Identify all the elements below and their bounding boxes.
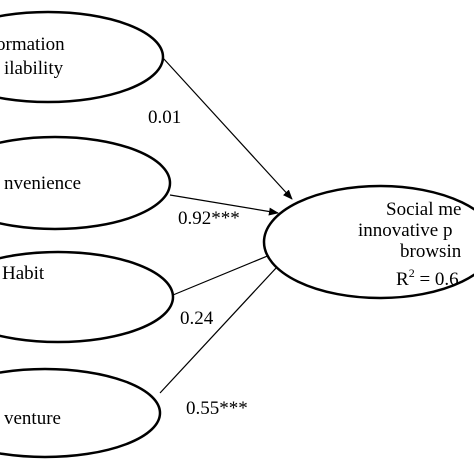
path-coefficient-convenience: 0.92***: [178, 208, 240, 229]
path-coefficient-information-availability: 0.01: [148, 107, 181, 128]
construct-information-availability-label-line2: ilability: [4, 58, 64, 79]
construct-convenience: nvenience: [0, 135, 172, 231]
path-coefficient-adventure: 0.55***: [186, 398, 248, 419]
construct-convenience-label: nvenience: [4, 173, 81, 194]
construct-adventure: venture: [0, 367, 162, 459]
construct-outcome: Social me innovative p browsin R2 = 0.6: [262, 184, 474, 300]
construct-outcome-label-line2: innovative p: [358, 220, 452, 241]
r-squared-prefix: R: [396, 269, 409, 290]
construct-outcome-r-squared: R2 = 0.6: [396, 266, 459, 290]
construct-outcome-label-line1: Social me: [386, 199, 461, 220]
construct-habit: Habit: [0, 250, 175, 344]
construct-information-availability-label-line1: ormation: [0, 34, 65, 55]
r-squared-suffix: = 0.6: [415, 269, 459, 290]
path-arrow-convenience: [169, 194, 279, 216]
r-squared-exponent: 2: [409, 266, 415, 280]
path-arrow-adventure: [159, 252, 291, 394]
construct-habit-label: Habit: [2, 263, 45, 284]
construct-information-availability: ormation ilability: [0, 10, 165, 104]
construct-outcome-label-line3: browsin: [400, 241, 462, 262]
path-arrow-information-availability: [162, 57, 293, 200]
construct-adventure-label: venture: [4, 408, 61, 429]
path-coefficient-habit: 0.24: [180, 308, 214, 329]
path-arrow-habit: [172, 249, 283, 296]
